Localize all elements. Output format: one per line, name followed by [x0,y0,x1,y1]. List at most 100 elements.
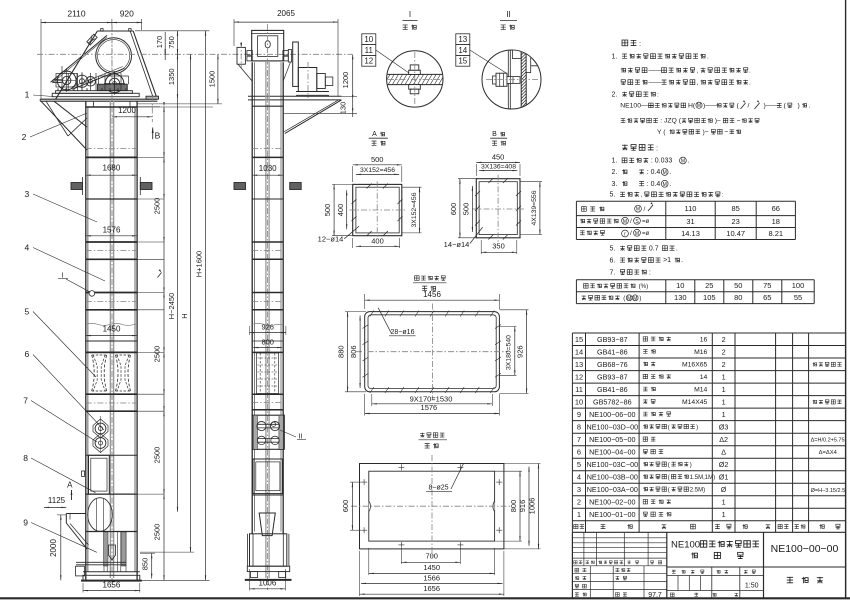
svg-text:80: 80 [734,293,742,302]
svg-text:H(: H( [688,103,696,110]
svg-text:B: B [492,131,497,138]
svg-text:/: / [644,206,646,213]
svg-text:1:50: 1:50 [745,583,759,590]
svg-text:2500: 2500 [153,198,162,215]
svg-text:66: 66 [772,204,780,213]
svg-text:3X136=408: 3X136=408 [481,163,516,170]
svg-text:H+1600: H+1600 [195,251,204,277]
svg-text:1450: 1450 [103,325,121,334]
svg-text::: : [657,92,659,99]
svg-text:.: . [707,54,709,61]
svg-text:450: 450 [492,153,505,162]
svg-text:1125: 1125 [48,496,66,505]
svg-text::: : [649,269,651,276]
svg-text:13: 13 [575,360,583,369]
svg-text:A: A [67,481,73,490]
svg-text:.: . [669,169,671,176]
svg-text:2500: 2500 [153,346,162,363]
svg-text:3X152=456: 3X152=456 [411,192,418,227]
svg-text:2000: 2000 [49,539,58,557]
svg-text:M: M [623,219,627,225]
svg-text:Δ=H/0.2+5.75: Δ=H/0.2+5.75 [811,438,845,444]
svg-text:3: 3 [577,485,581,494]
svg-text:: 0.4: : 0.4 [647,181,661,188]
svg-text:500: 500 [462,203,471,216]
svg-text:12: 12 [364,57,373,66]
svg-text:14: 14 [575,347,583,356]
svg-text:2: 2 [22,132,27,142]
svg-text:3X180=540: 3X180=540 [506,335,513,370]
svg-text:GB5782−86: GB5782−86 [593,398,632,407]
svg-text:1576: 1576 [103,225,121,234]
svg-text:10: 10 [575,398,583,407]
svg-text:130: 130 [674,293,687,302]
svg-text:1450: 1450 [423,563,440,572]
svg-text:NE100−03B−00: NE100−03B−00 [587,473,638,482]
svg-text:S: S [635,219,639,225]
svg-text:4: 4 [25,242,30,252]
svg-text:Ø2: Ø2 [719,460,729,469]
svg-text:31: 31 [686,217,694,226]
svg-text:23: 23 [732,217,740,226]
svg-text:1: 1 [722,385,726,394]
svg-text:NE100——: NE100—— [620,103,655,110]
svg-text:806: 806 [349,345,358,358]
svg-text:.: . [681,257,683,264]
svg-text:M14: M14 [694,386,707,393]
svg-text:14: 14 [700,374,708,381]
svg-text:M: M [697,103,701,109]
svg-text:1: 1 [25,90,30,100]
svg-text:.: . [676,246,678,253]
svg-text:3.: 3. [612,181,618,188]
svg-text:): ) [639,295,641,302]
svg-text:10: 10 [364,35,373,44]
svg-text:NE100−03C−00: NE100−03C−00 [587,460,639,469]
svg-text:1680: 1680 [103,164,121,173]
svg-text:=ø: =ø [642,231,650,237]
svg-text:GB93−87: GB93−87 [597,372,628,381]
svg-text:)−: )− [715,118,721,125]
svg-text::: : [639,39,641,48]
svg-text:500: 500 [371,155,384,164]
svg-text:NE100−01−00: NE100−01−00 [589,510,635,519]
svg-text:Δ: Δ [721,448,726,457]
svg-text:(: ( [668,487,670,493]
svg-text:M16X65: M16X65 [682,361,708,368]
svg-text:GB41−86: GB41−86 [597,385,628,394]
svg-text:5.: 5. [610,246,616,253]
svg-text:2: 2 [577,498,581,507]
svg-text:): ) [696,425,698,431]
svg-text:Δ2: Δ2 [719,435,728,444]
svg-text:28−ø16: 28−ø16 [391,329,415,336]
svg-text:(%): (%) [639,283,649,290]
svg-text:1030: 1030 [259,164,277,173]
svg-text::: : [656,144,658,153]
svg-text:1: 1 [577,510,581,519]
svg-text:50: 50 [734,281,742,290]
svg-text:16: 16 [700,336,708,343]
svg-text:M: M [681,159,685,165]
svg-text:11: 11 [575,385,583,394]
svg-text:(: ( [668,425,670,431]
svg-text:=ø: =ø [642,219,650,225]
svg-text:97.7: 97.7 [648,592,662,599]
svg-text:NE100−02−00: NE100−02−00 [589,498,635,507]
svg-text:A: A [372,131,377,138]
svg-text:10: 10 [676,281,684,290]
svg-text:1006: 1006 [259,579,277,588]
svg-text:2500: 2500 [153,524,162,541]
svg-text:916: 916 [518,500,527,513]
svg-text:55: 55 [794,293,802,302]
svg-text:M: M [636,207,640,213]
svg-text:Δ=ΔX4: Δ=ΔX4 [819,450,838,456]
svg-text:2.: 2. [612,169,618,176]
svg-text:5: 5 [25,307,30,317]
svg-text:2.5M): 2.5M) [690,487,705,493]
svg-text:M: M [633,296,637,302]
svg-text:GB41−86: GB41−86 [597,347,628,356]
svg-text:800: 800 [509,500,518,513]
svg-text:1.: 1. [612,158,618,165]
svg-text:7: 7 [577,435,581,444]
svg-text:NE100−06−00: NE100−06−00 [589,410,635,419]
svg-text:9: 9 [577,410,581,419]
